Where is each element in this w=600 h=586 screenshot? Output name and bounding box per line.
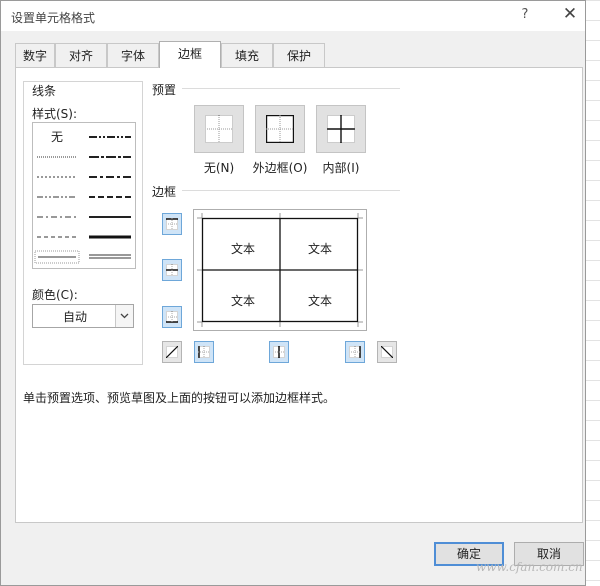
border-title: 边框 [152, 185, 177, 199]
preview-cell-top-left: 文本 [231, 242, 256, 256]
diagonal-up-icon [165, 345, 179, 359]
line-group-title: 线条 [32, 84, 57, 98]
style-label: 样式(S): [32, 107, 78, 121]
preview-cell-bottom-right: 文本 [308, 294, 333, 308]
format-cells-dialog: 设置单元格格式 ? ✕ 数字 对齐 字体 边框 填充 保护 线条 样式(S): … [0, 0, 586, 586]
border-left-button[interactable] [194, 341, 214, 363]
ok-button[interactable]: 确定 [434, 542, 504, 566]
help-button[interactable]: ? [521, 7, 529, 22]
tab-border[interactable]: 边框 [159, 41, 221, 68]
line-style-selected-frame [34, 250, 80, 264]
tab-protection[interactable]: 保护 [273, 43, 325, 67]
border-inside-horizontal-button[interactable] [162, 259, 182, 281]
line-style-none[interactable]: 无 [51, 130, 64, 144]
border-top-button[interactable] [162, 213, 182, 235]
diagonal-down-icon [380, 345, 394, 359]
border-inside-vertical-button[interactable] [269, 341, 289, 363]
watermark: www.cfan.com.cn [476, 560, 583, 574]
preset-inside-label: 内部(I) [322, 161, 360, 175]
color-dropdown[interactable]: 自动 [32, 304, 134, 328]
preset-outline-icon [266, 115, 294, 143]
border-top-icon [166, 218, 178, 230]
border-divider [182, 190, 400, 191]
tab-number[interactable]: 数字 [15, 43, 55, 67]
border-preview[interactable]: 文本 文本 文本 文本 [193, 209, 367, 331]
line-group-box [23, 81, 143, 365]
border-bottom-icon [166, 311, 178, 323]
line-style-list: 无 [32, 122, 136, 269]
preset-outline-button[interactable] [255, 105, 305, 153]
tab-alignment[interactable]: 对齐 [55, 43, 107, 67]
chevron-down-icon[interactable] [115, 305, 133, 327]
preview-grid [197, 213, 363, 327]
tab-font[interactable]: 字体 [107, 43, 159, 67]
preset-inside-icon [327, 115, 355, 143]
color-dropdown-value: 自动 [62, 310, 87, 324]
preset-none-label: 无(N) [203, 161, 235, 175]
border-inside-vertical-icon [273, 346, 285, 358]
border-bottom-button[interactable] [162, 306, 182, 328]
border-right-icon [349, 346, 361, 358]
dialog-title: 设置单元格格式 [11, 11, 96, 25]
title-bar: 设置单元格格式 ? ✕ [1, 1, 585, 31]
hint-text: 单击预置选项、预览草图及上面的按钮可以添加边框样式。 [23, 391, 336, 405]
close-button[interactable]: ✕ [562, 4, 578, 24]
border-left-icon [198, 346, 210, 358]
border-diagonal-down-button[interactable] [377, 341, 397, 363]
cancel-button[interactable]: 取消 [514, 542, 584, 566]
preset-none-button[interactable] [194, 105, 244, 153]
preset-none-icon [205, 115, 233, 143]
preview-cell-top-right: 文本 [308, 242, 333, 256]
presets-title: 预置 [152, 83, 177, 97]
preview-cell-bottom-left: 文本 [231, 294, 256, 308]
tab-fill[interactable]: 填充 [221, 43, 273, 67]
color-label: 颜色(C): [32, 288, 78, 302]
preset-inside-button[interactable] [316, 105, 366, 153]
presets-divider [182, 88, 400, 89]
preset-outline-label: 外边框(O) [252, 161, 308, 175]
line-style-samples [34, 136, 131, 264]
border-inside-horizontal-icon [166, 264, 178, 276]
border-right-button[interactable] [345, 341, 365, 363]
border-diagonal-up-button[interactable] [162, 341, 182, 363]
